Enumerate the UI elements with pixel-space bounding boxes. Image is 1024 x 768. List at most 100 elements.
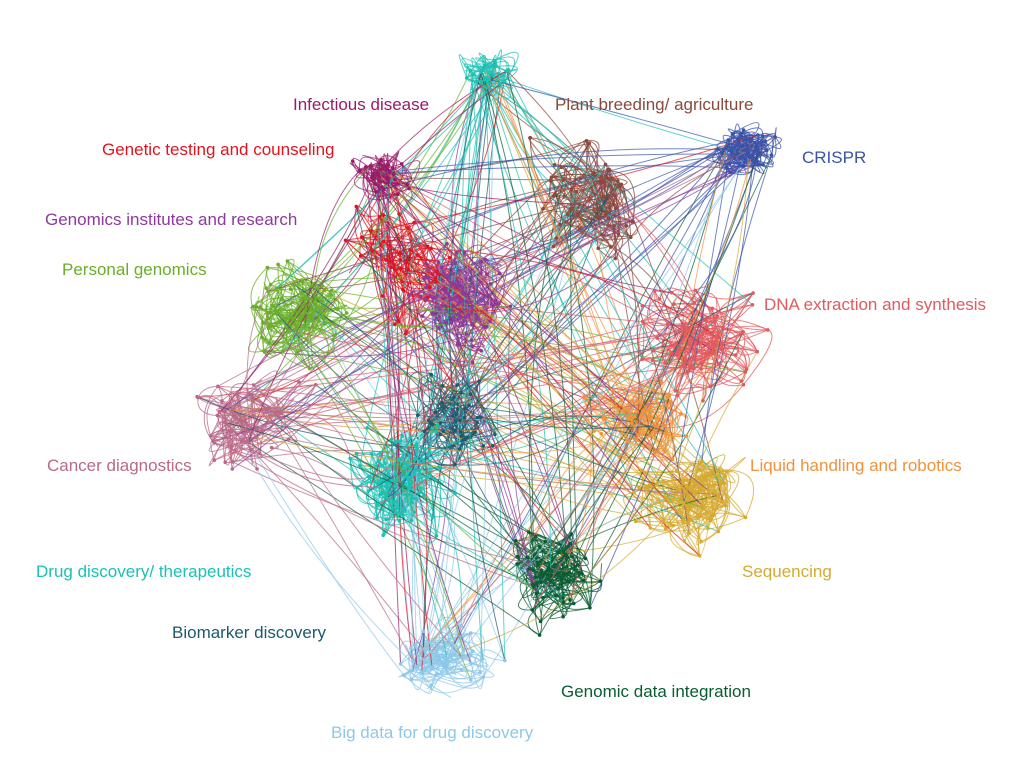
node [453,429,457,433]
edge [441,402,557,596]
node [575,563,580,567]
edge [368,254,420,492]
node [348,456,352,461]
node [655,336,659,340]
node [467,403,471,408]
node [743,515,748,520]
node [445,656,449,661]
node [652,288,657,293]
node [743,157,748,161]
node [358,463,362,468]
edge [697,470,728,519]
node [384,517,388,522]
node [266,316,271,321]
node [558,222,562,227]
node [408,483,413,487]
node [598,214,603,219]
node [537,544,542,549]
node [299,334,303,338]
node [616,179,620,183]
node [410,668,415,673]
node [561,178,565,182]
nodes [195,58,777,688]
edge [421,672,484,694]
edge [360,255,564,553]
node [422,661,427,665]
node [425,475,430,480]
edge [540,580,562,622]
node [503,658,507,663]
node [431,515,436,519]
node [598,180,602,185]
node [588,606,592,610]
node [321,313,325,318]
node [543,539,547,544]
node [684,503,689,508]
node [613,206,618,211]
node [393,439,397,444]
node [663,527,668,531]
node [688,504,692,509]
edge [224,422,426,652]
node [592,171,596,175]
node [308,366,312,371]
edge [218,411,381,488]
node [634,437,639,441]
label-genomics-institutes: Genomics institutes and research [45,210,298,229]
node [454,419,458,424]
node [479,259,484,264]
edge [635,505,703,522]
node [435,672,440,676]
node [473,430,477,435]
node [581,578,586,582]
label-cancer-diagnostics: Cancer diagnostics [47,456,192,475]
edge [608,195,720,365]
node [704,325,709,330]
edge [253,370,278,396]
node [478,670,483,675]
node [461,292,466,296]
edge [551,168,622,185]
node [393,268,397,272]
node [471,649,475,653]
node [715,492,719,496]
node [750,155,754,160]
edge [421,672,484,689]
node [463,315,468,320]
node [742,160,747,164]
node [606,193,611,198]
edge [430,684,452,698]
edge [345,239,428,247]
edge [493,60,726,484]
edge [442,625,463,660]
node [728,170,732,175]
edge [488,78,755,152]
node [376,481,381,485]
node [250,398,255,402]
node [667,393,672,397]
node [422,493,426,498]
node [436,653,440,658]
node [458,314,462,318]
node [277,415,281,419]
edge [532,153,760,611]
edge [317,214,569,290]
edge [633,492,674,526]
node [572,601,576,606]
edge [492,292,754,447]
edge [589,157,742,609]
node [669,351,674,356]
node [761,163,765,167]
node [565,579,570,584]
node [322,322,327,326]
node [414,456,419,461]
node [674,492,679,497]
node [261,321,266,325]
node [752,140,757,145]
node [569,187,574,192]
node [739,379,744,383]
label-biomarker-discovery: Biomarker discovery [172,623,326,642]
edge [359,66,495,466]
node [371,249,375,253]
node [479,349,484,353]
